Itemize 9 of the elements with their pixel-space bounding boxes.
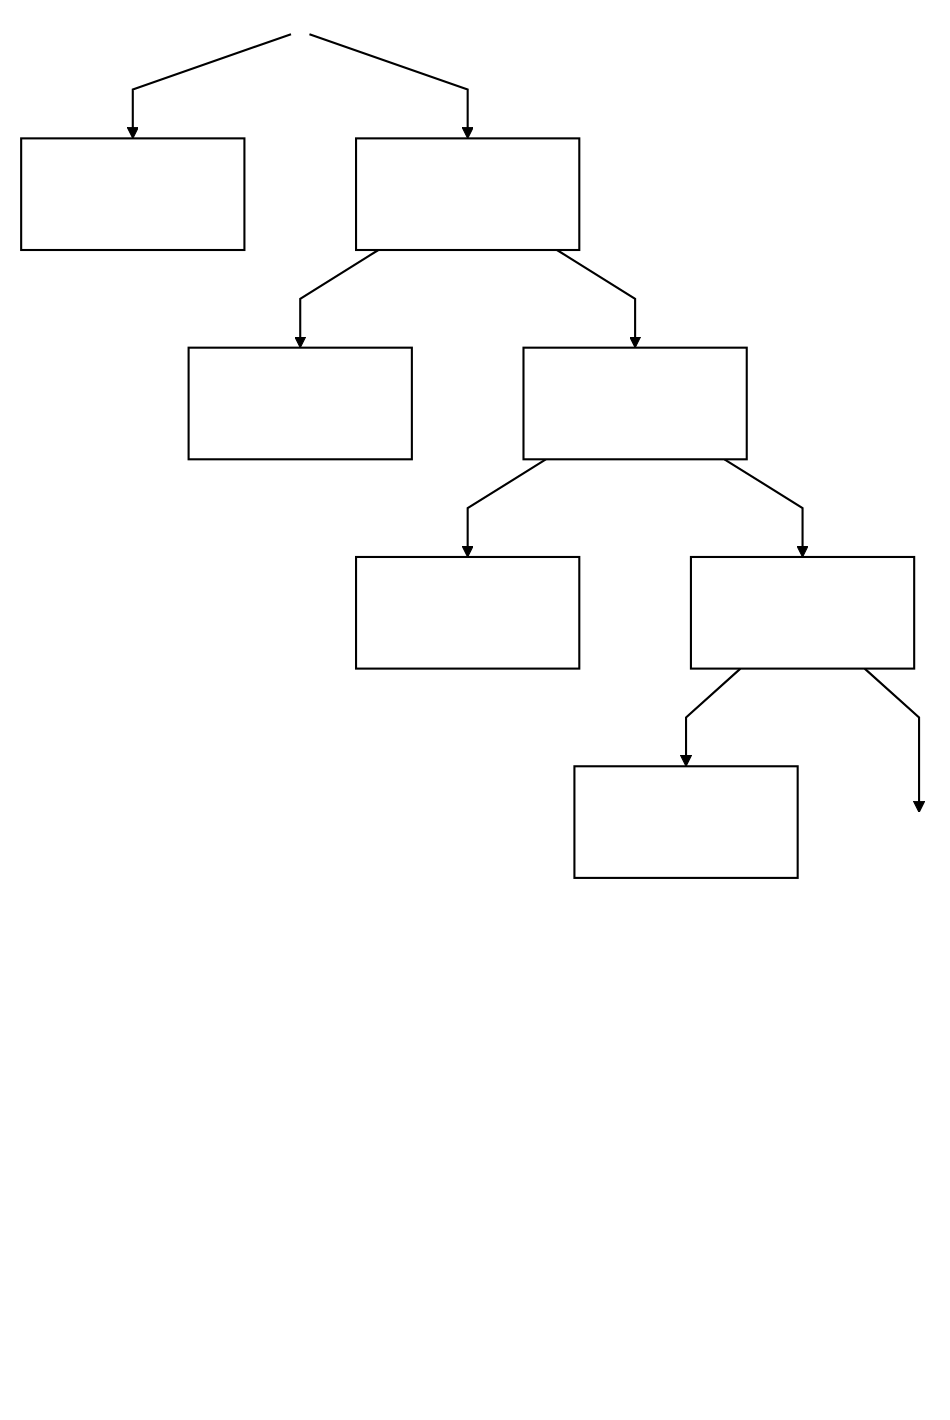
node-box: [522, 346, 748, 461]
arrow: [126, 33, 292, 139]
node-box: [355, 555, 581, 670]
node-box: [187, 346, 413, 461]
node-box: [689, 555, 916, 670]
arrow: [309, 33, 474, 139]
node-box: [573, 765, 799, 879]
node-box: [355, 137, 581, 252]
node-box: [20, 137, 246, 252]
